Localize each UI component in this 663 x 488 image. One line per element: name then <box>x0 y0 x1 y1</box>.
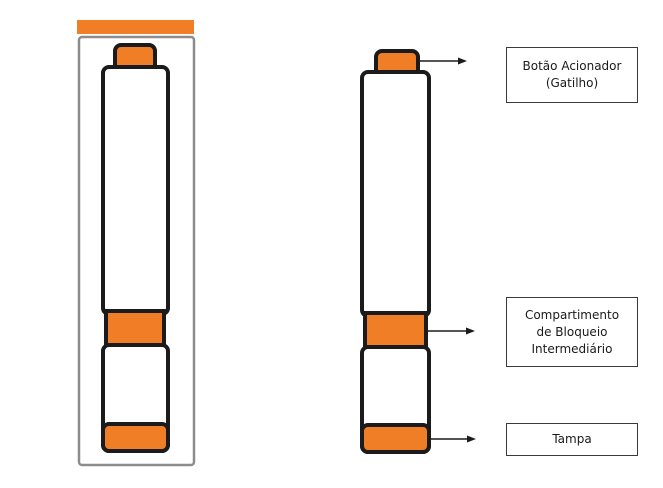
package-lid <box>77 20 194 34</box>
trigger-label: Botão Acionador (Gatilho) <box>506 47 638 103</box>
lock-compartment-label: Compartimento de Bloqueio Intermediário <box>506 297 638 367</box>
lock-arrowhead <box>466 327 475 335</box>
lock-label-line2: de Bloqueio <box>536 324 608 339</box>
trigger-label-line2: (Gatilho) <box>545 76 599 90</box>
cap-label-line1: Tampa <box>552 432 592 446</box>
callout-arrows <box>420 57 476 443</box>
trigger-arrowhead <box>458 57 467 65</box>
packaged-cap <box>101 422 170 453</box>
package-container <box>77 35 196 467</box>
packaged-device <box>77 20 196 467</box>
cap <box>360 423 431 454</box>
packaged-device-body <box>101 65 170 316</box>
lock-label-line1: Compartimento <box>524 307 620 322</box>
cap-arrowhead <box>467 435 476 443</box>
cap-label: Tampa <box>506 423 638 456</box>
lock-compartment <box>363 311 428 351</box>
device <box>360 49 431 454</box>
trigger-label-line1: Botão Acionador <box>522 59 622 73</box>
device-body <box>360 70 431 318</box>
packaged-lock-compartment <box>104 309 166 349</box>
lock-label-line3: Intermediário <box>531 341 613 356</box>
